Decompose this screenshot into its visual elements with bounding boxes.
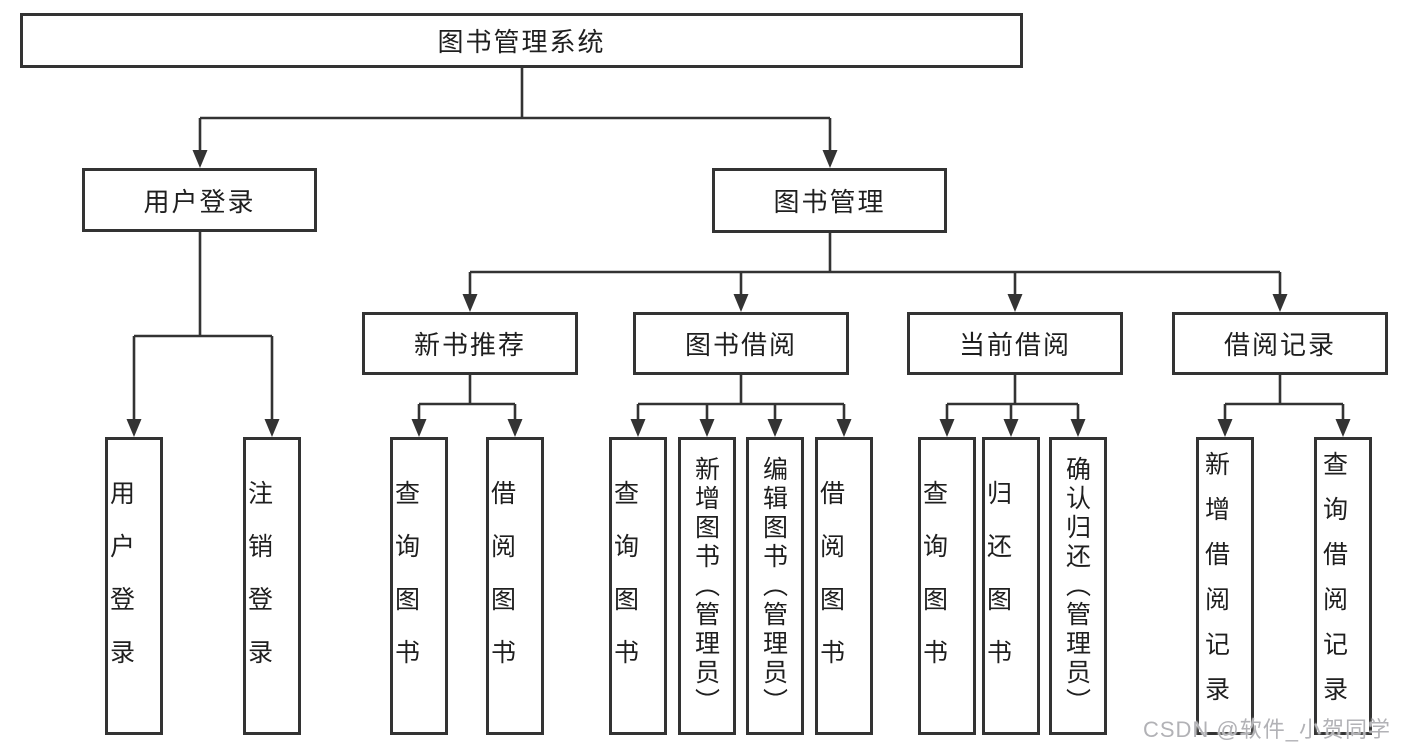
node-user-login-label: 用户登录: [143, 186, 256, 217]
node-leaf-user-login-label: 用户登录: [106, 480, 135, 692]
node-book-management: 图书管理: [712, 168, 947, 233]
node-borrow-records-label: 借阅记录: [1223, 330, 1336, 360]
node-book-borrow-label: 图书借阅: [684, 330, 797, 360]
node-leaf-borrow-books-recommend: 借阅图书: [486, 437, 544, 735]
node-current-borrow-label: 当前借阅: [958, 330, 1071, 360]
node-leaf-borrow-books: 借阅图书: [815, 437, 873, 735]
node-leaf-add-books-admin: 新增图书（管理员）: [678, 437, 736, 735]
node-leaf-borrow-books-recommend-label: 借阅图书: [487, 480, 516, 692]
node-leaf-query-borrow-record: 查询借阅记录: [1314, 437, 1372, 735]
node-new-book-recommend-label: 新书推荐: [413, 330, 526, 360]
node-leaf-logout: 注销登录: [243, 437, 301, 735]
node-leaf-query-books-recommend: 查询图书: [390, 437, 448, 735]
node-borrow-records: 借阅记录: [1172, 312, 1388, 375]
node-new-book-recommend: 新书推荐: [362, 312, 578, 375]
node-leaf-query-books-borrow: 查询图书: [609, 437, 667, 735]
node-current-borrow: 当前借阅: [907, 312, 1123, 375]
node-leaf-confirm-return-admin: 确认归还（管理员）: [1049, 437, 1107, 735]
node-leaf-query-books-current-label: 查询图书: [919, 480, 948, 692]
node-leaf-add-borrow-record-label: 新增借阅记录: [1201, 451, 1230, 721]
node-leaf-add-borrow-record: 新增借阅记录: [1196, 437, 1254, 735]
watermark-text: CSDN @软件_小贺同学: [1142, 717, 1391, 742]
node-root: 图书管理系统: [20, 13, 1023, 68]
node-leaf-edit-books-admin: 编辑图书（管理员）: [746, 437, 804, 735]
node-leaf-user-login: 用户登录: [105, 437, 163, 735]
node-leaf-add-books-admin-label: 新增图书（管理员）: [691, 455, 720, 717]
node-leaf-return-books-label: 归还图书: [983, 480, 1012, 692]
node-user-login: 用户登录: [82, 168, 317, 232]
node-leaf-query-books-borrow-label: 查询图书: [610, 480, 639, 692]
node-leaf-confirm-return-admin-label: 确认归还（管理员）: [1062, 455, 1091, 717]
node-leaf-query-books-current: 查询图书: [918, 437, 976, 735]
node-book-management-label: 图书管理: [773, 187, 886, 217]
node-leaf-return-books: 归还图书: [982, 437, 1040, 735]
node-leaf-logout-label: 注销登录: [244, 480, 273, 692]
node-leaf-query-borrow-record-label: 查询借阅记录: [1319, 451, 1348, 721]
node-leaf-edit-books-admin-label: 编辑图书（管理员）: [759, 455, 788, 717]
node-leaf-query-books-recommend-label: 查询图书: [391, 480, 420, 692]
node-root-label: 图书管理系统: [437, 27, 606, 57]
node-leaf-borrow-books-label: 借阅图书: [816, 480, 845, 692]
node-book-borrow: 图书借阅: [633, 312, 849, 375]
